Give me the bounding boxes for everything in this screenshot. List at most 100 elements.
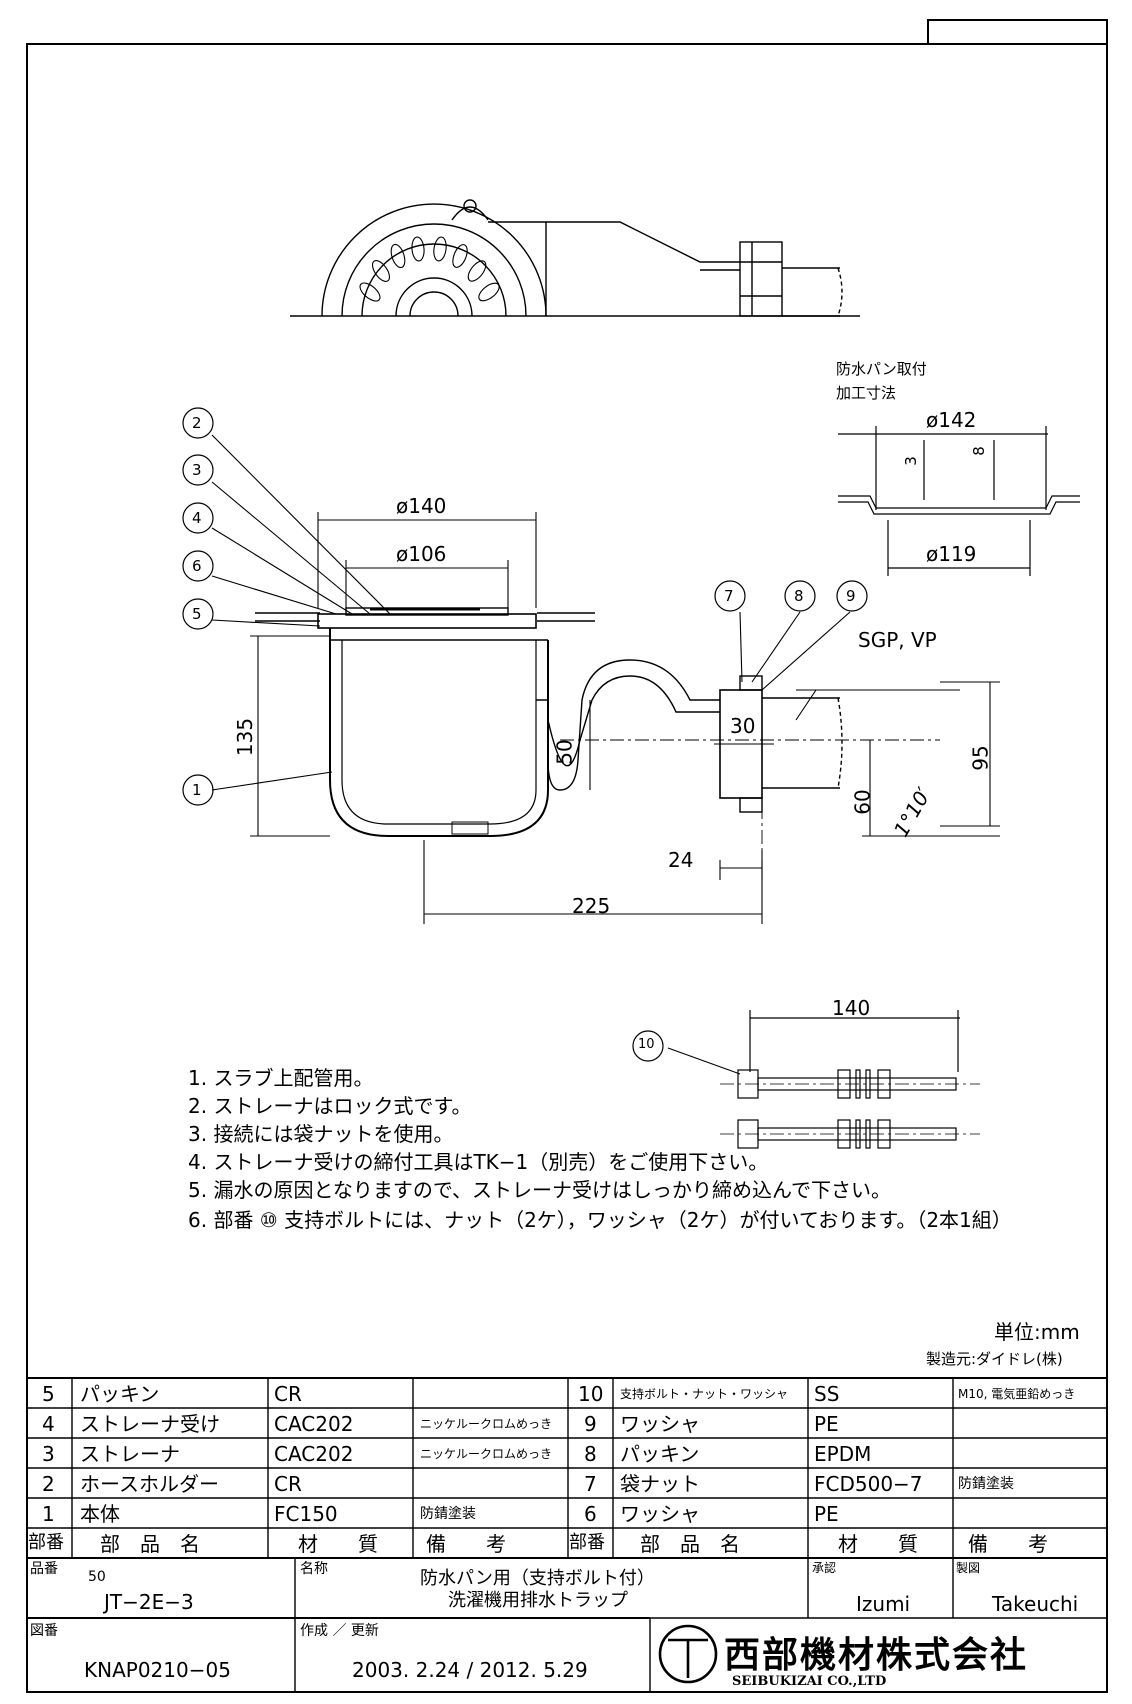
leader-lines [211,434,851,1075]
note-1: 1. スラブ上配管用。 [188,1066,374,1090]
draw-label: 製図 [956,1561,981,1575]
header-material-right: 材 質 [838,1532,918,1556]
row1-no: 1 [42,1502,55,1526]
callout-3: 3 [192,461,202,479]
pan-detail-title-1: 防水パン取付 [836,360,927,378]
dimension-lines [250,512,1000,924]
row3-no: 3 [42,1442,55,1466]
callout-5: 5 [192,605,202,623]
note-5: 5. 漏水の原因となりますので、ストレーナ受けはしっかり締め込んで下さい。 [188,1178,892,1202]
row6-name: ワッシャ [620,1502,700,1526]
row7-name: 袋ナット [620,1472,700,1496]
parts-table-grid [27,1377,1107,1692]
header-no-right: 部番 [569,1532,605,1553]
approve-label: 承認 [812,1561,837,1575]
maker-label: 製造元:ダイドレ(株) [926,1350,1063,1368]
section-view [255,607,940,850]
dim-60: 60 [850,789,875,815]
pan-detail-title-2: 加工寸法 [836,384,897,402]
dim-phi119: ø119 [926,542,977,566]
header-material-left: 材 質 [298,1532,378,1556]
support-bolts [720,1010,980,1149]
row1-material: FC150 [274,1502,338,1526]
company-name-en: SEIBUKIZAI CO.,LTD [732,1674,887,1689]
part-no-2: JT−2E−3 [104,1590,194,1614]
unit-label: 単位:mm [994,1320,1080,1344]
row7-no: 7 [584,1472,597,1496]
company-name: 西部機材株式会社 [724,1635,1029,1676]
row5-material: CR [274,1382,302,1406]
row9-no: 9 [584,1412,597,1436]
row6-no: 6 [584,1502,597,1526]
part-no-1: 50 [88,1569,106,1585]
row10-material: SS [814,1382,840,1406]
dim-bolt-140: 140 [832,996,871,1020]
callout-1: 1 [192,781,202,799]
callout-10: 10 [638,1037,655,1052]
row9-name: ワッシャ [620,1412,700,1436]
callout-circles [182,407,868,1062]
row6-material: PE [814,1502,839,1526]
pipe-spec: SGP, VP [858,628,937,652]
row2-name: ホースホルダー [80,1472,219,1496]
row5-no: 5 [42,1382,55,1406]
note-3: 3. 接続には袋ナットを使用。 [188,1122,454,1146]
drawing-no-label: 図番 [30,1623,58,1639]
row4-name: ストレーナ受け [80,1412,220,1436]
approver-name: Izumi [856,1592,911,1616]
dim-225: 225 [572,894,611,918]
sheet-frame [26,19,1108,1693]
row10-no: 10 [578,1382,604,1406]
dim-phi140: ø140 [396,494,447,518]
dim-phi142: ø142 [926,408,977,432]
dim-50: 50 [552,739,577,765]
callout-4: 4 [192,509,202,527]
header-name-left: 部 品 名 [100,1532,200,1556]
dim-135: 135 [233,717,258,757]
dim-24: 24 [668,848,694,872]
callout-7: 7 [724,587,734,605]
product-name-2: 洗濯機用排水トラップ [448,1590,628,1611]
header-remark-right: 備 考 [968,1532,1048,1556]
product-name-1: 防水パン用（支持ボルト付） [420,1568,655,1589]
row3-remark: ニッケルークロムめっき [420,1447,553,1461]
callout-9: 9 [846,587,856,605]
row3-material: CAC202 [274,1442,354,1466]
row1-remark: 防錆塗装 [420,1506,476,1522]
row8-material: EPDM [814,1442,872,1466]
row4-remark: ニッケルークロムめっき [420,1417,553,1431]
row2-material: CR [274,1472,302,1496]
date-label: 作成 ／ 更新 [300,1623,379,1639]
dim-30: 30 [730,714,756,738]
drafter-name: Takeuchi [992,1592,1079,1616]
note-4: 4. ストレーナ受けの締付工具はTK−1（別売）をご使用下さい。 [188,1150,769,1174]
drawing-no: KNAP0210−05 [84,1658,231,1682]
callout-8: 8 [794,587,804,605]
row4-material: CAC202 [274,1412,354,1436]
dim-phi106: ø106 [396,542,447,566]
row10-remark: M10, 電気亜鉛めっき [958,1387,1076,1401]
row7-remark: 防錆塗装 [958,1476,1014,1492]
header-remark-left: 備 考 [426,1532,506,1556]
part-no-label: 品番 [30,1561,58,1577]
dim-8: 8 [969,446,988,456]
dates: 2003. 2.24 / 2012. 5.29 [352,1658,588,1682]
note-6: 6. 部番 ⑩ 支持ボルトには、ナット（2ケ），ワッシャ（2ケ）が付いております… [188,1208,1012,1232]
row5-name: パッキン [80,1382,160,1406]
header-name-right: 部 品 名 [640,1532,740,1556]
row8-no: 8 [584,1442,597,1466]
top-view [290,199,860,317]
company-logo-mark [658,1624,718,1684]
pan-cutout-detail [838,426,1080,576]
row1-name: 本体 [80,1502,120,1526]
row8-name: パッキン [620,1442,700,1466]
dim-3: 3 [901,456,920,466]
header-no-left: 部番 [28,1532,64,1553]
callout-6: 6 [192,557,202,575]
dim-95: 95 [968,745,993,771]
callout-2: 2 [192,414,202,432]
row7-material: FCD500−7 [814,1472,923,1496]
row2-no: 2 [42,1472,55,1496]
